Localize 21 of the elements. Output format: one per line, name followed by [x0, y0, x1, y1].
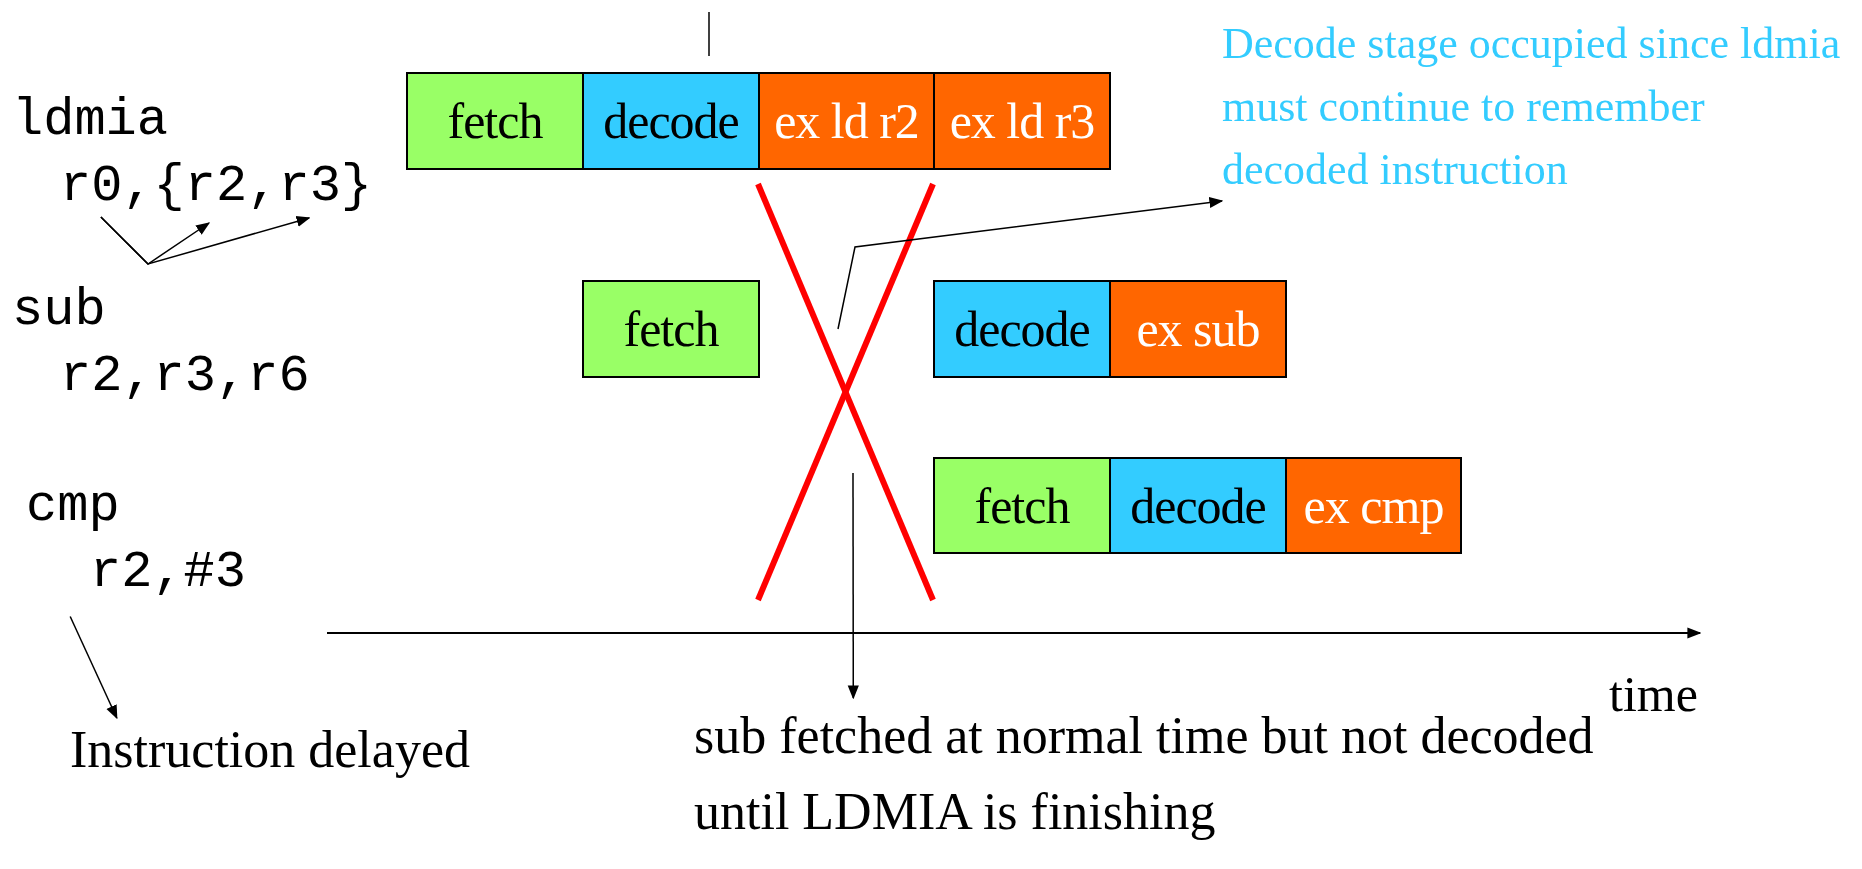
leader-arrow: [847, 472, 859, 700]
leader-arrow: [837, 197, 1224, 330]
instruction-text: sub r2,r3,r6: [12, 278, 372, 410]
pipeline-stage-box: fetch: [933, 457, 1111, 554]
arrow: [100, 216, 311, 265]
note-text: sub fetched at normal time but not decoded until LDMIA is finishing: [694, 698, 1594, 850]
pipeline-stage-box: decode: [582, 72, 760, 170]
arrow: [69, 615, 118, 720]
pipeline-stage-box: ex ld r3: [933, 72, 1111, 170]
instruction-text: cmp r2,#3: [26, 474, 286, 606]
axis-label: time: [1609, 665, 1698, 723]
pipeline-stage-box: decode: [933, 280, 1111, 378]
pipeline-stage-box: fetch: [406, 72, 584, 170]
pipeline-stage-box: ex cmp: [1285, 457, 1462, 554]
pipeline-stage-box: ex ld r2: [758, 72, 935, 170]
note-text: Instruction delayed: [70, 718, 590, 782]
pipeline-stage-box: decode: [1109, 457, 1287, 554]
pipeline-stage-box: ex sub: [1109, 280, 1287, 378]
callout-text: Decode stage occupied since ldmia must continue to remember decoded instruction: [1222, 12, 1854, 201]
pipeline-stage-box: fetch: [582, 280, 760, 378]
instruction-text: ldmia r0,{r2,r3}: [12, 88, 402, 268]
